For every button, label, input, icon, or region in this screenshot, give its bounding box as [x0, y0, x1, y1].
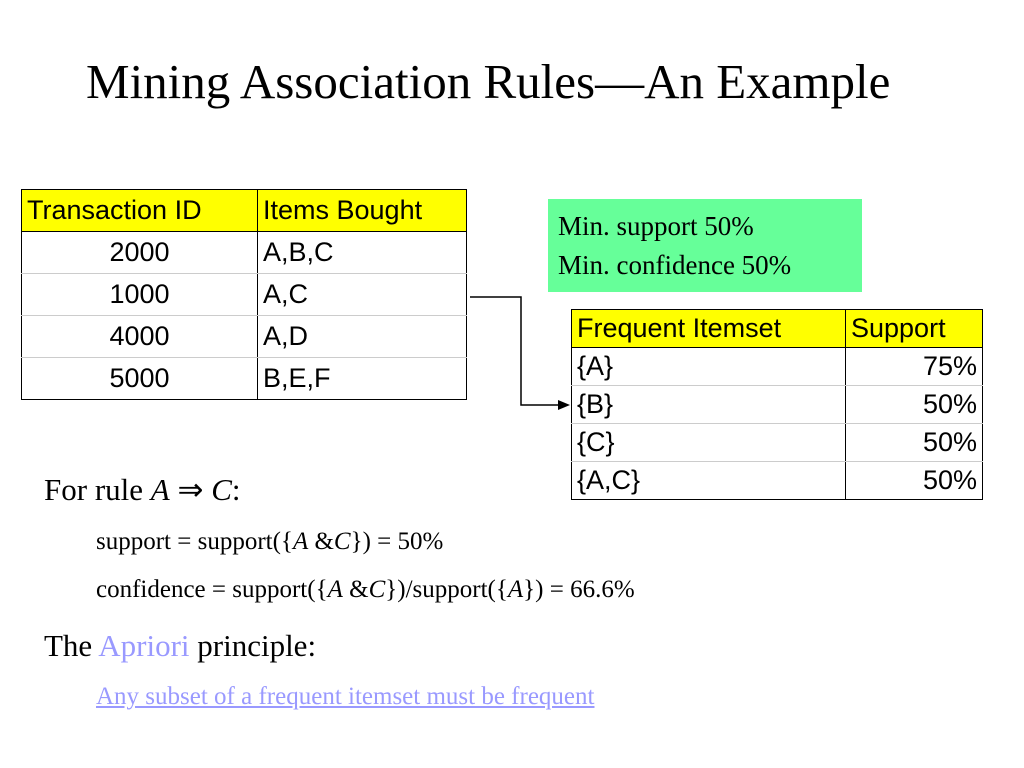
column-header-support: Support: [845, 309, 983, 348]
table-row: 2000 A,B,C: [21, 231, 467, 274]
apriori-name: Apriori: [98, 628, 190, 663]
apriori-prefix: The: [44, 628, 99, 663]
column-header-transaction-id: Transaction ID: [21, 189, 258, 232]
transaction-id-cell: 4000: [21, 315, 258, 358]
table-row: 1000 A,C: [21, 273, 467, 316]
arrow-head-icon: [558, 400, 570, 410]
table-header-row: Frequent Itemset Support: [571, 309, 983, 348]
rule-heading: For rule A ⇒ C:: [44, 472, 241, 508]
min-support-label: Min. support 50%: [558, 211, 754, 241]
support-cell: 50%: [845, 461, 983, 500]
table-row: {A} 75%: [571, 347, 983, 386]
itemset-cell: {A,C}: [571, 461, 846, 500]
confidence-formula-a: A: [327, 576, 343, 603]
min-confidence-label: Min. confidence 50%: [558, 250, 792, 280]
transaction-id-cell: 2000: [21, 231, 258, 274]
support-cell: 50%: [845, 385, 983, 424]
column-header-frequent-itemset: Frequent Itemset: [571, 309, 846, 348]
implies-symbol: ⇒: [169, 472, 212, 507]
support-cell: 75%: [845, 347, 983, 386]
rule-consequent: C: [211, 472, 232, 507]
connector-line: [470, 296, 560, 406]
transactions-table: Transaction ID Items Bought 2000 A,B,C 1…: [21, 189, 467, 400]
confidence-formula-part: }) = 66.6%: [523, 576, 635, 603]
table-header-row: Transaction ID Items Bought: [21, 189, 467, 232]
support-cell: 50%: [845, 423, 983, 462]
itemset-cell: {A}: [571, 347, 846, 386]
itemset-cell: {B}: [571, 385, 846, 424]
slide-title: Mining Association Rules—An Example: [86, 54, 891, 109]
support-formula-part: support = support({: [96, 528, 293, 555]
support-formula-part: &: [308, 528, 334, 555]
table-row: 5000 B,E,F: [21, 357, 467, 400]
confidence-formula-c: C: [368, 576, 386, 603]
transaction-id-cell: 5000: [21, 357, 258, 400]
table-row: 4000 A,D: [21, 315, 467, 358]
apriori-suffix: principle:: [189, 628, 317, 663]
frequent-itemsets-table: Frequent Itemset Support {A} 75% {B} 50%…: [571, 309, 983, 500]
confidence-formula: confidence = support({A &C})/support({A}…: [96, 576, 635, 604]
apriori-statement-link[interactable]: Any subset of a frequent itemset must be…: [96, 683, 594, 711]
rule-prefix: For rule: [44, 472, 151, 507]
support-formula-c: C: [333, 528, 351, 555]
confidence-formula-part: confidence = support({: [96, 576, 328, 603]
table-row: {C} 50%: [571, 423, 983, 462]
table-row: {B} 50%: [571, 385, 983, 424]
column-header-items-bought: Items Bought: [257, 189, 467, 232]
transaction-id-cell: 1000: [21, 273, 258, 316]
confidence-formula-part: &: [342, 576, 369, 603]
items-bought-cell: A,B,C: [257, 231, 467, 274]
rule-antecedent: A: [150, 472, 170, 507]
apriori-heading: The Apriori principle:: [44, 628, 316, 664]
table-row: {A,C} 50%: [571, 461, 983, 500]
rule-suffix: :: [231, 472, 241, 507]
itemset-cell: {C}: [571, 423, 846, 462]
support-formula-a: A: [292, 528, 309, 555]
items-bought-cell: A,D: [257, 315, 467, 358]
confidence-formula-a: A: [507, 576, 524, 603]
support-formula: support = support({A &C}) = 50%: [96, 528, 443, 556]
items-bought-cell: B,E,F: [257, 357, 467, 400]
apriori-statement[interactable]: Any subset of a frequent itemset must be…: [96, 683, 595, 710]
thresholds-box: Min. support 50% Min. confidence 50%: [548, 199, 862, 292]
items-bought-cell: A,C: [257, 273, 467, 316]
support-formula-part: }) = 50%: [350, 528, 444, 555]
confidence-formula-part: })/support({: [385, 576, 508, 603]
